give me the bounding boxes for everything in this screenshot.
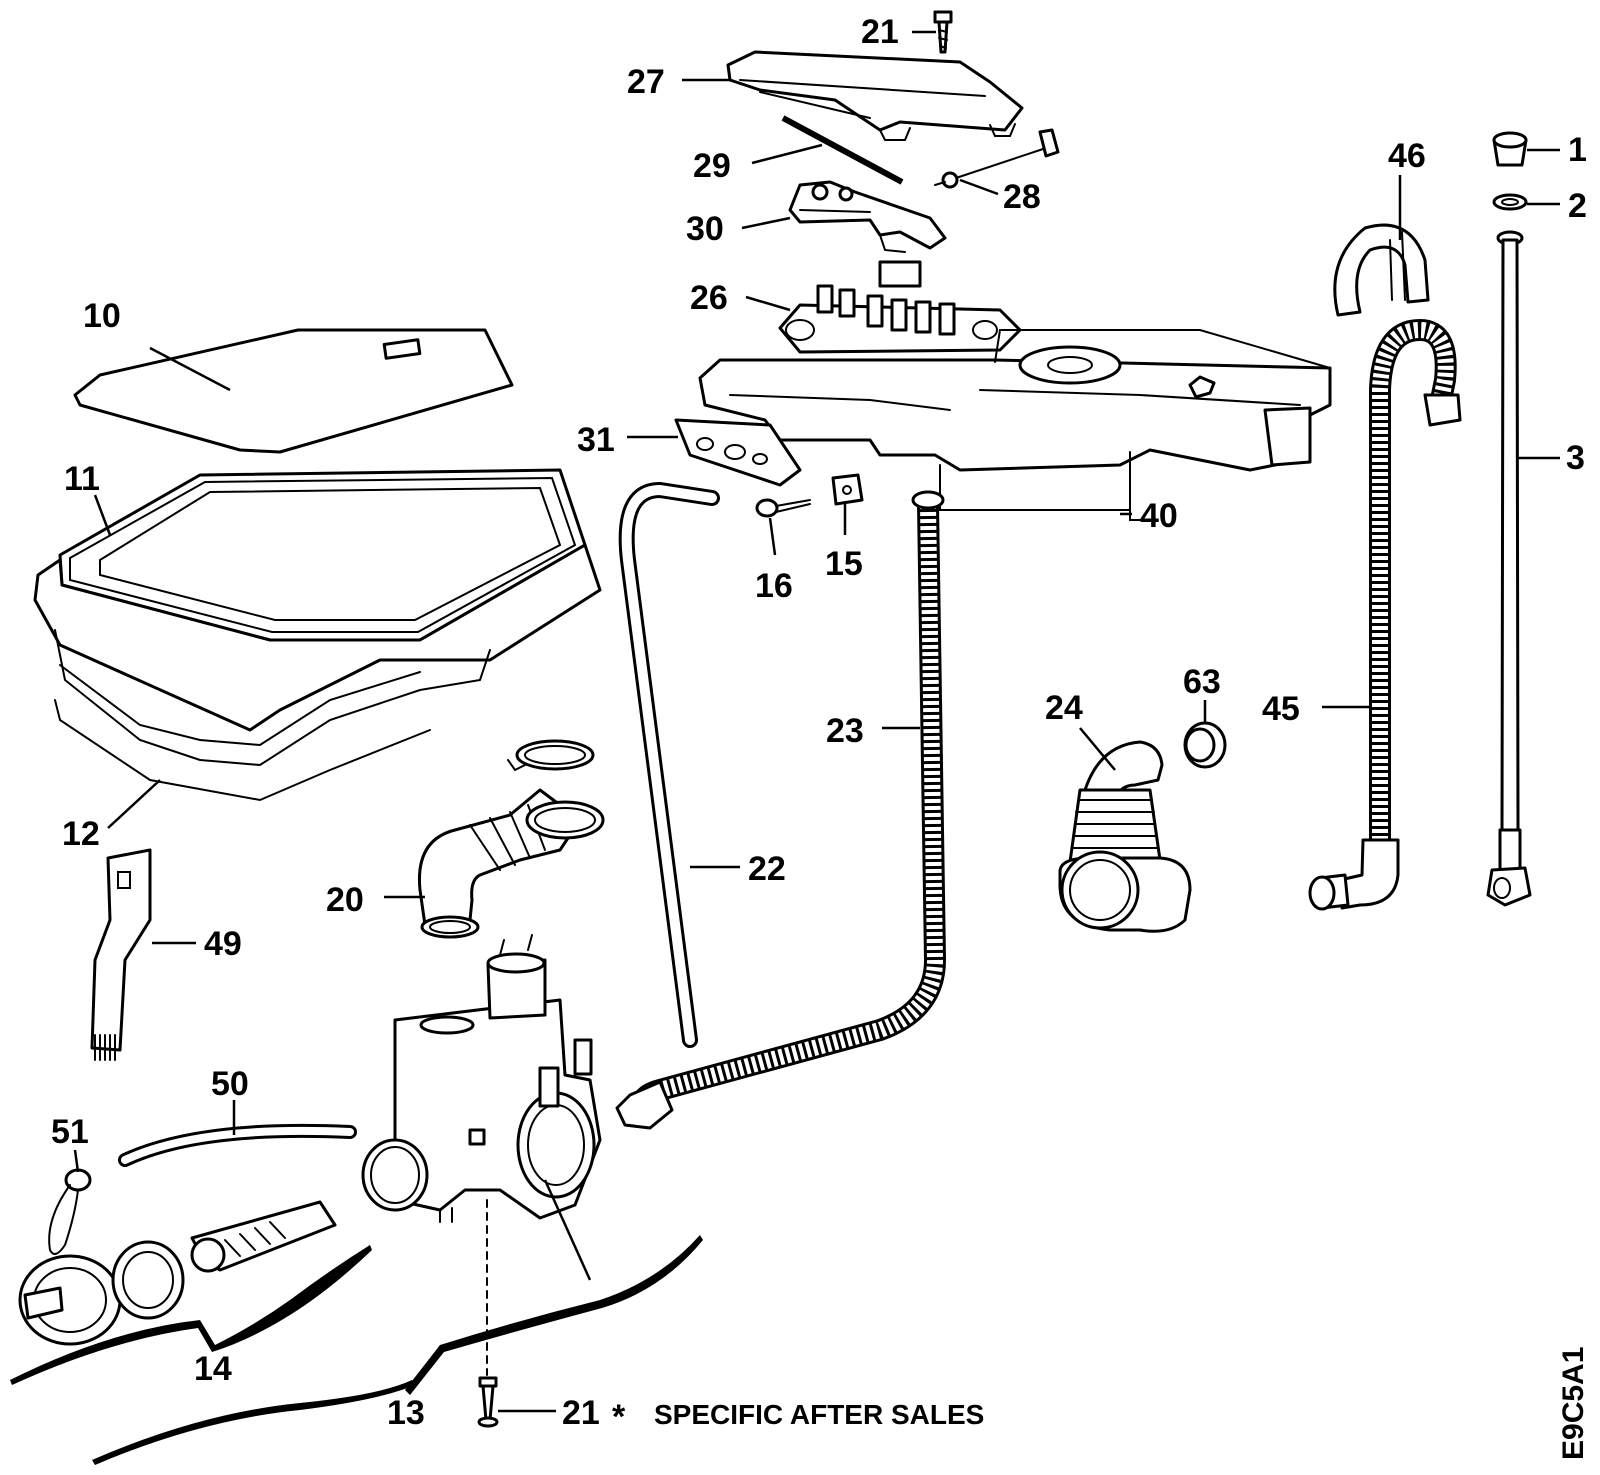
label-45: 45 [1262, 690, 1300, 728]
label-40: 40 [1140, 497, 1178, 535]
label-14: 14 [194, 1350, 232, 1388]
label-11: 11 [64, 460, 100, 498]
label-30: 30 [686, 210, 724, 248]
drawing-code: E9C5A1 [1557, 1347, 1590, 1460]
part-45-drain-hose [1308, 318, 1462, 911]
label-21-bottom: 21 [562, 1394, 600, 1432]
label-10: 10 [83, 297, 121, 335]
part-10-lid [73, 328, 514, 454]
part-63-plug [1183, 721, 1227, 769]
label-13: 13 [387, 1394, 425, 1432]
label-26: 26 [690, 279, 728, 317]
label-29: 29 [693, 147, 731, 185]
part-16-screw [755, 498, 811, 518]
label-22: 22 [748, 850, 786, 888]
label-49: 49 [204, 925, 242, 963]
part-14-filter-kit [18, 1200, 337, 1346]
note-asterisk: * [612, 1398, 626, 1436]
part-40-base-frame [698, 329, 1332, 521]
label-46: 46 [1388, 137, 1426, 175]
label-51: 51 [51, 1113, 89, 1151]
label-16: 16 [755, 567, 793, 605]
part-29-rod [781, 115, 904, 185]
part-50-hose [118, 1123, 357, 1167]
part-28-pin [934, 128, 1060, 189]
label-3: 3 [1566, 439, 1585, 477]
label-23: 23 [826, 712, 864, 750]
part-26-control-plate [778, 260, 1022, 354]
leader-lines [73, 30, 1560, 1413]
part-3-inlet-hose [1486, 230, 1532, 907]
part-12-tub-cover [33, 543, 602, 802]
label-31: 31 [577, 421, 615, 459]
part-20-hose [417, 739, 605, 939]
part-21-top-screw [933, 10, 953, 54]
callout-labels: 21 27 29 28 30 26 10 31 11 40 15 16 63 2… [51, 13, 1587, 1432]
part-49-brush [90, 848, 152, 1061]
label-28: 28 [1003, 178, 1041, 216]
part-24-bellows [1058, 740, 1192, 933]
part-13-pump [361, 934, 602, 1223]
label-24: 24 [1045, 689, 1083, 727]
label-27: 27 [627, 63, 665, 101]
label-2: 2 [1568, 187, 1587, 225]
part-46-hook [1333, 223, 1430, 317]
label-12: 12 [62, 815, 100, 853]
label-20: 20 [326, 881, 364, 919]
label-63: 63 [1183, 663, 1221, 701]
label-21-top: 21 [861, 13, 899, 51]
label-1: 1 [1568, 131, 1587, 169]
part-27-top-cover [726, 50, 1024, 141]
label-50: 50 [211, 1065, 249, 1103]
part-2-washer [1492, 193, 1528, 211]
part-51-cord [48, 1168, 92, 1255]
part-23-corrugated-hose [615, 490, 947, 1130]
section-outline [10, 1235, 703, 1465]
part-22-tube [618, 481, 720, 1048]
note-text: SPECIFIC AFTER SALES [654, 1399, 984, 1430]
part-21-bottom-screw [477, 1199, 499, 1428]
label-15: 15 [825, 545, 863, 583]
part-1-nut [1492, 131, 1528, 167]
part-15-clip [831, 473, 864, 506]
part-31-bracket [674, 418, 802, 487]
part-30-bracket [788, 180, 947, 253]
